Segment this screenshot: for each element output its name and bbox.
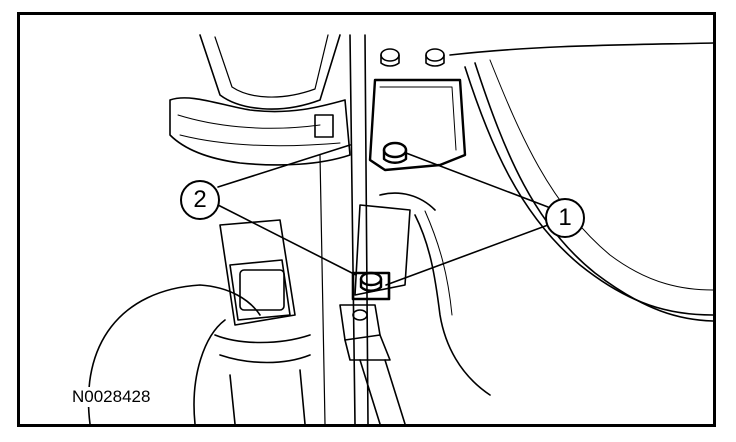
upper-duct bbox=[169, 34, 351, 166]
diagram-frame: 2 1 N0028428 bbox=[17, 12, 716, 427]
body-panel bbox=[449, 42, 713, 322]
left-mount bbox=[214, 219, 311, 424]
stud bbox=[314, 114, 334, 138]
upper-bolt-2 bbox=[425, 48, 445, 67]
leader-lines bbox=[217, 144, 549, 286]
leader-2-lower bbox=[217, 204, 357, 276]
leader-2-upper bbox=[217, 144, 351, 188]
figure-id: N0028428 bbox=[70, 387, 153, 407]
lower-nut bbox=[339, 304, 406, 424]
component-illustration bbox=[87, 34, 713, 424]
bracket-bolt-upper bbox=[382, 141, 408, 164]
frame-rail bbox=[319, 34, 369, 424]
callout-2: 2 bbox=[180, 180, 220, 220]
callout-2-label: 2 bbox=[193, 186, 207, 213]
round-component bbox=[87, 284, 261, 424]
callout-1-label: 1 bbox=[558, 204, 572, 231]
upper-bolt-1 bbox=[380, 48, 400, 67]
upper-bracket bbox=[368, 78, 467, 172]
bracket-bolt-lower bbox=[351, 271, 391, 301]
leader-1-upper bbox=[405, 152, 549, 208]
leader-1-lower bbox=[385, 224, 549, 286]
callout-1: 1 bbox=[545, 198, 585, 238]
lower-bracket bbox=[354, 192, 491, 396]
